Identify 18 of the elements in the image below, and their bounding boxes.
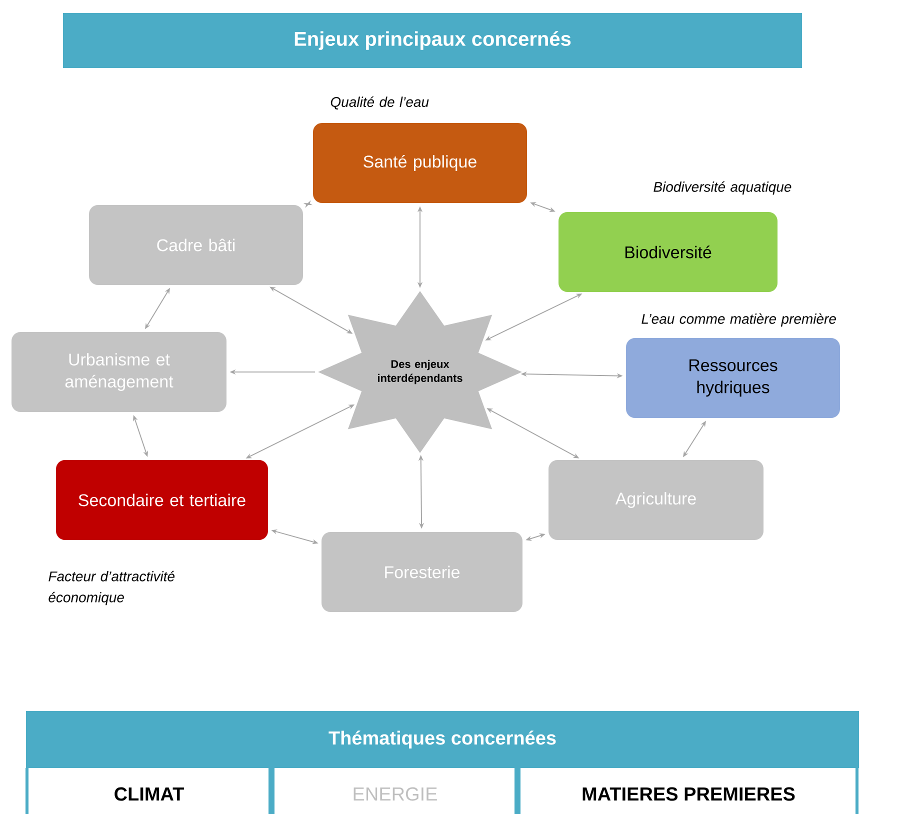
rounded-box: Biodiversité: [558, 212, 778, 292]
rounded-box: Urbanisme et aménagement: [12, 332, 226, 412]
rounded-box: Foresterie: [322, 532, 522, 612]
table-cell: CLIMAT: [26, 766, 272, 814]
annotation-text: Biodiversité aquatique: [654, 181, 792, 195]
annotation-text: L’eau comme matière première: [642, 313, 836, 327]
rounded-box: Ressources hydriques: [626, 338, 840, 418]
annotation-text: Qualité de l’eau: [330, 96, 429, 110]
rounded-box: Agriculture: [548, 460, 764, 540]
table-cell: ENERGIE: [272, 766, 518, 814]
annotation-text: Facteur d’attractivité économique: [48, 570, 174, 606]
rounded-box: Secondaire et tertiaire: [56, 460, 268, 540]
table-cell: MATIERES PREMIERES: [518, 766, 858, 814]
rounded-box: Cadre bâti: [89, 205, 303, 285]
title-band: Enjeux principaux concernés: [63, 13, 802, 68]
rounded-box: Santé publique: [313, 123, 527, 203]
star-node: Des enjeux interdépendants: [318, 291, 522, 453]
table-header: Thématiques concernées: [26, 711, 859, 768]
